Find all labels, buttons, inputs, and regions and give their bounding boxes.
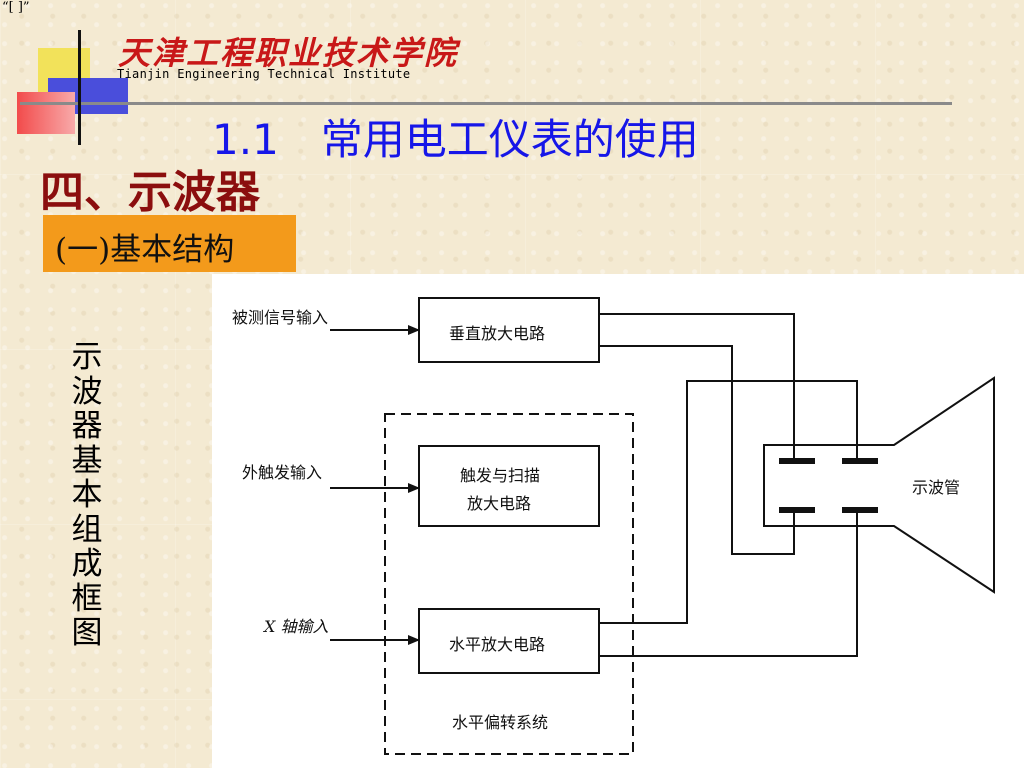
label-trigger-sweep-1: 触发与扫描 [460,466,541,485]
caption-char: 成 [71,546,103,582]
label-x-axis-input: X 轴输入 [264,617,329,636]
caption-char: 器 [71,408,103,444]
label-ext-trigger: 外触发输入 [242,463,323,482]
institute-logo-chinese: 天津工程职业技术学院 [118,34,459,72]
header-divider [20,102,952,105]
label-vertical-amp: 垂直放大电路 [449,324,546,343]
caption-char: 图 [71,615,103,651]
label-input-signal: 被测信号输入 [232,308,329,327]
caption-char: 框 [71,580,103,617]
caption-char: 波 [71,373,103,410]
caption-char: 示 [71,339,103,375]
corner-mark: “[ ]” [2,0,30,15]
crt-outline [763,376,995,594]
oscilloscope-block-diagram: 被测信号输入 垂直放大电路 外触发输入 触发与扫描 放大电路 X 轴输入 水平放… [212,274,1024,768]
decor-vertical-line [78,30,81,145]
label-trigger-sweep-2: 放大电路 [467,494,532,513]
institute-logo-english: Tianjin Engineering Technical Institute [117,67,411,81]
label-crt: 示波管 [912,478,961,497]
label-horizontal-amp: 水平放大电路 [449,635,546,654]
label-horizontal-system: 水平偏转系统 [452,713,549,732]
caption-char: 基 [71,442,103,479]
subsection-highlight [43,215,296,272]
trigger-sweep-block [418,445,600,527]
decor-square-red [17,92,75,134]
caption-char: 本 [71,477,103,513]
horizontal-system-box [384,413,634,755]
slide-title: 1.1 常用电工仪表的使用 [212,115,699,164]
subsection-title: (一)基本结构 [55,232,235,268]
caption-char: 组 [71,511,103,548]
diagram-lines [330,297,995,755]
vertical-caption: 示 波 器 基 本 组 成 框 图 [70,340,104,651]
section-heading: 四、示波器 [40,167,260,218]
